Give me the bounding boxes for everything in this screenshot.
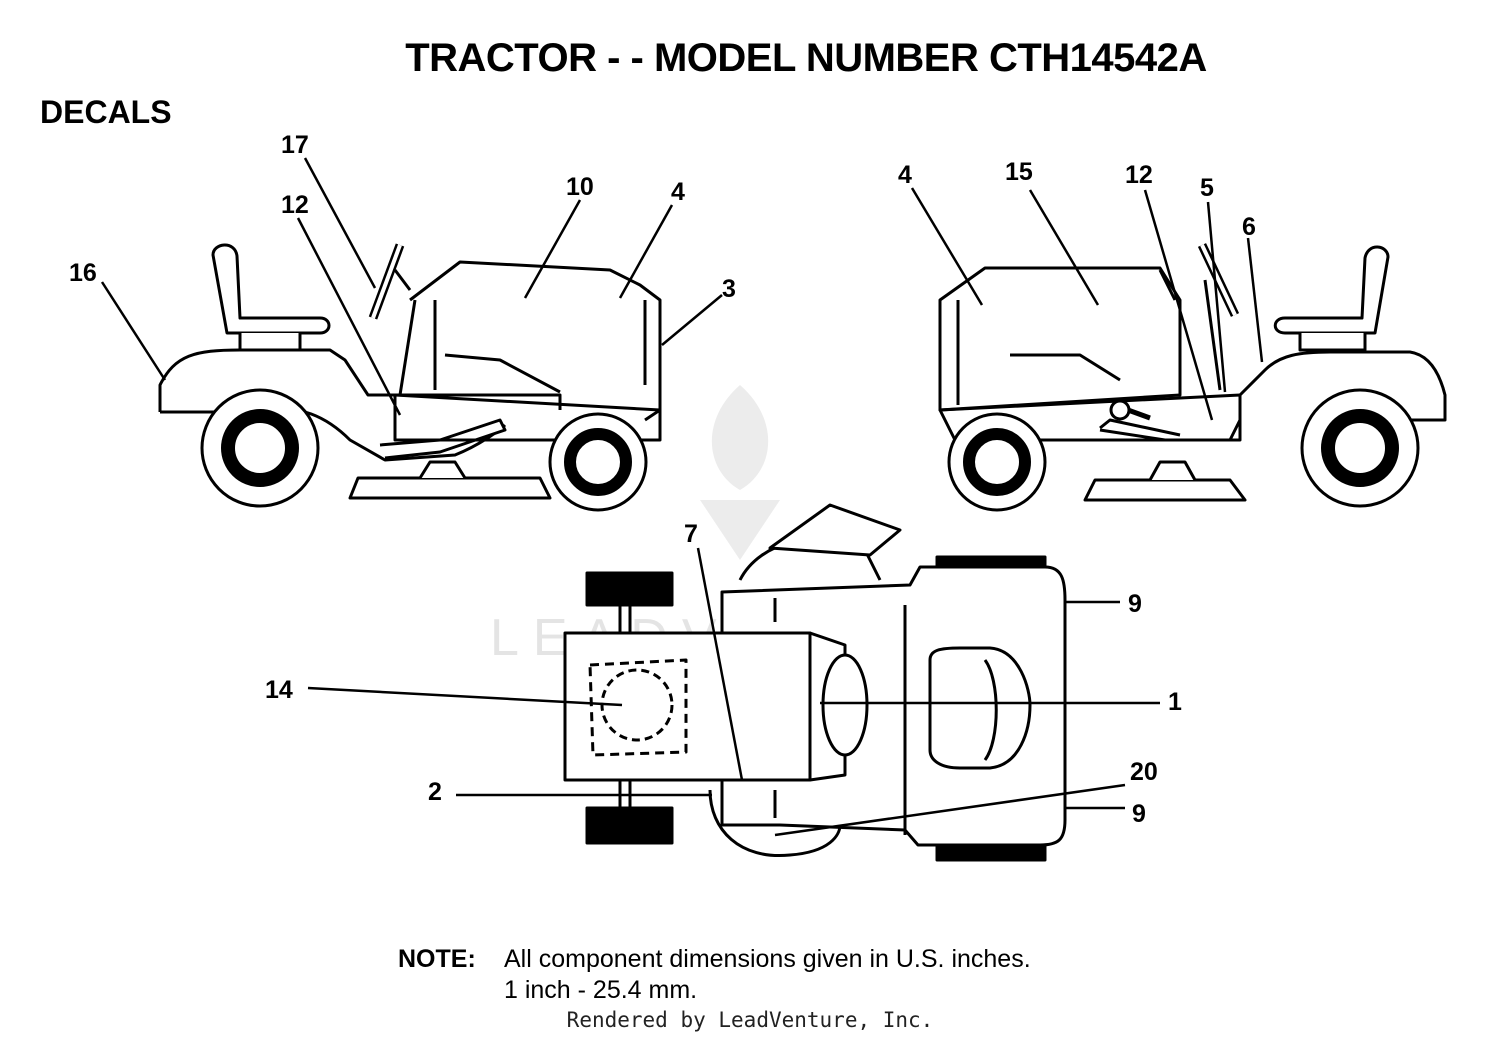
callout-top-2: 2 bbox=[428, 778, 442, 806]
callout-left-10: 10 bbox=[566, 173, 594, 201]
section-heading: DECALS bbox=[40, 94, 172, 130]
tractor-top-view bbox=[563, 503, 1067, 862]
callout-top-9-upper: 9 bbox=[1128, 590, 1142, 618]
callout-right-4: 4 bbox=[898, 161, 912, 189]
callout-left-4: 4 bbox=[671, 178, 685, 206]
callout-right-6: 6 bbox=[1242, 213, 1256, 241]
callout-right-15: 15 bbox=[1005, 158, 1033, 186]
callout-left-3: 3 bbox=[722, 275, 736, 303]
note-line-2: 1 inch - 25.4 mm. bbox=[504, 976, 698, 1004]
callout-top-7: 7 bbox=[684, 520, 698, 548]
callout-right-5: 5 bbox=[1200, 174, 1214, 202]
rendered-by-footer: Rendered by LeadVenture, Inc. bbox=[566, 1008, 934, 1032]
callout-right-12: 12 bbox=[1125, 161, 1153, 189]
callout-numbers: 16 17 12 10 4 3 4 15 12 5 6 7 9 14 1 2 2… bbox=[69, 131, 1256, 828]
callout-top-14: 14 bbox=[265, 676, 293, 704]
callout-left-16: 16 bbox=[69, 259, 97, 287]
callout-top-1: 1 bbox=[1168, 688, 1182, 716]
callout-top-9-lower: 9 bbox=[1132, 800, 1146, 828]
callout-left-12: 12 bbox=[281, 191, 309, 219]
tractor-left-side-view bbox=[158, 243, 662, 512]
note-line-1: All component dimensions given in U.S. i… bbox=[504, 945, 1031, 973]
tractor-right-side-view bbox=[938, 243, 1447, 512]
page-title: TRACTOR - - MODEL NUMBER CTH14542A bbox=[405, 36, 1207, 80]
callout-top-20: 20 bbox=[1130, 758, 1158, 786]
leader-lines bbox=[100, 157, 1264, 837]
dimension-note: NOTE: All component dimensions given in U… bbox=[398, 944, 1031, 1006]
callout-left-17: 17 bbox=[281, 131, 309, 159]
note-label: NOTE: bbox=[398, 945, 476, 973]
